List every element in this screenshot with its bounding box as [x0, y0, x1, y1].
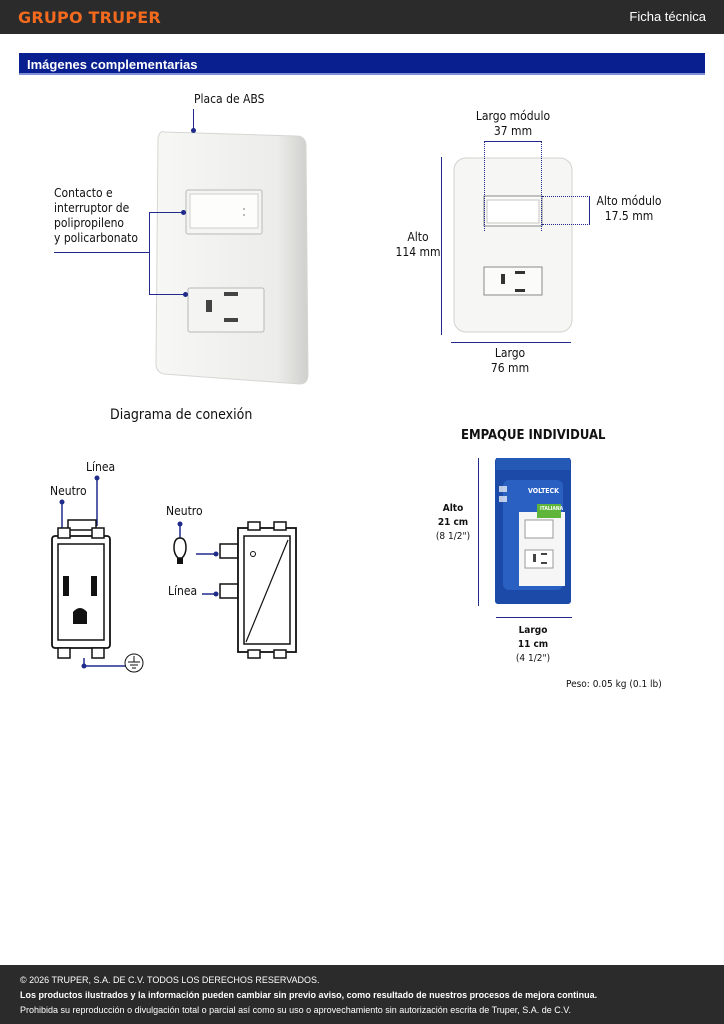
footer-notice: Los productos ilustrados y la informació… — [20, 990, 598, 1000]
material-label: Contacto e interruptor de polipropileno … — [54, 186, 139, 245]
material-leader-h — [54, 252, 150, 253]
document-type: Ficha técnica — [629, 9, 706, 24]
module-length-line — [484, 141, 541, 142]
plate-leader — [193, 109, 194, 131]
material-leader-v — [149, 212, 150, 295]
package-title: EMPAQUE INDIVIDUAL — [461, 428, 606, 443]
outlet-wiring-diagram — [51, 475, 144, 673]
switch-line-label: Línea — [168, 584, 198, 598]
footer-legal: Prohibida su reproducción o divulgación … — [20, 1005, 571, 1015]
switch-dot — [181, 210, 186, 215]
length-line — [451, 342, 571, 343]
wiring-neutral-label: Neutro — [50, 484, 87, 498]
module-length-label: Largo módulo 37 mm — [475, 109, 551, 138]
section-title: Imágenes complementarias — [27, 57, 198, 72]
height-line — [441, 157, 442, 335]
footer-copyright: © 2026 TRUPER, S.A. DE C.V. TODOS LOS DE… — [20, 975, 320, 985]
plate-label: Placa de ABS — [194, 92, 265, 106]
module-height-guide-bottom — [542, 224, 590, 225]
brand-logo: GRUPO TRUPER — [18, 8, 161, 27]
module-height-label: Alto módulo 17.5 mm — [596, 194, 662, 223]
wiring-line-label: Línea — [86, 460, 116, 474]
switch-wiring-diagram — [173, 521, 297, 659]
package-weight: Peso: 0.05 kg (0.1 lb) — [566, 679, 662, 690]
wiring-title: Diagrama de conexión — [110, 407, 253, 423]
height-label: Alto 114 mm — [395, 230, 441, 259]
section-header: Imágenes complementarias — [19, 53, 705, 75]
module-height-guide-top — [542, 196, 590, 197]
package-height-line — [478, 458, 479, 606]
module-height-line — [589, 196, 590, 224]
module-length-guide-left — [484, 141, 485, 231]
dimension-drawing — [453, 157, 573, 333]
package-height-label: Alto 21 cm (8 1/2") — [435, 503, 471, 542]
package-length-label: Largo 11 cm (4 1/2") — [515, 625, 551, 664]
module-length-guide-right — [541, 141, 542, 231]
material-leader-bottom — [149, 294, 185, 295]
footer: © 2026 TRUPER, S.A. DE C.V. TODOS LOS DE… — [0, 965, 724, 1024]
length-label: Largo 76 mm — [490, 346, 530, 375]
top-bar: GRUPO TRUPER Ficha técnica — [0, 0, 724, 34]
product-photo — [155, 131, 309, 385]
outlet-dot — [183, 292, 188, 297]
package-brand: VOLTECK — [528, 487, 560, 495]
switch-neutral-label: Neutro — [166, 504, 203, 518]
plate-dot — [191, 128, 196, 133]
package-tag: ITALIANA — [540, 506, 564, 512]
material-leader-top — [149, 212, 183, 213]
package-length-line — [496, 617, 572, 618]
package-photo — [495, 458, 571, 604]
